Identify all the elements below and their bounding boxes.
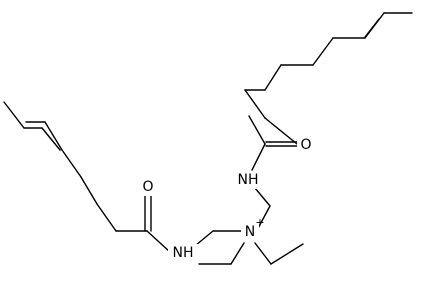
label-bg	[232, 171, 264, 189]
label-bg	[241, 223, 259, 241]
atom-labels: O NH O NH N +	[140, 136, 315, 262]
bond	[251, 143, 266, 171]
left-octenoyl-chain	[3, 101, 171, 253]
bond	[254, 187, 271, 207]
atom-nh-left: NH	[173, 245, 194, 261]
label-bg	[168, 244, 200, 262]
bond	[230, 242, 245, 265]
bond	[41, 127, 61, 151]
atom-o-left: O	[142, 179, 153, 195]
atom-nh-top: NH	[238, 172, 259, 188]
bond	[244, 89, 266, 119]
atom-o-top: O	[300, 137, 311, 153]
ethyl-groups	[198, 242, 304, 265]
bond	[96, 203, 117, 232]
carbonyl-bond	[264, 117, 298, 145]
bond	[264, 64, 282, 91]
bond	[248, 115, 266, 145]
label-bg	[297, 136, 315, 154]
bond	[146, 230, 171, 253]
bond	[44, 121, 63, 151]
bond	[80, 176, 98, 205]
atom-n-charge: +	[255, 216, 264, 229]
bond	[254, 242, 272, 265]
double-bond-inner	[364, 18, 380, 38]
label-bg	[140, 178, 158, 196]
upper-octenoyl-chain	[244, 12, 413, 147]
bond	[270, 243, 304, 265]
bond	[61, 149, 82, 178]
atom-n-center: N	[245, 224, 255, 240]
bond	[3, 101, 25, 129]
bond	[312, 37, 334, 66]
